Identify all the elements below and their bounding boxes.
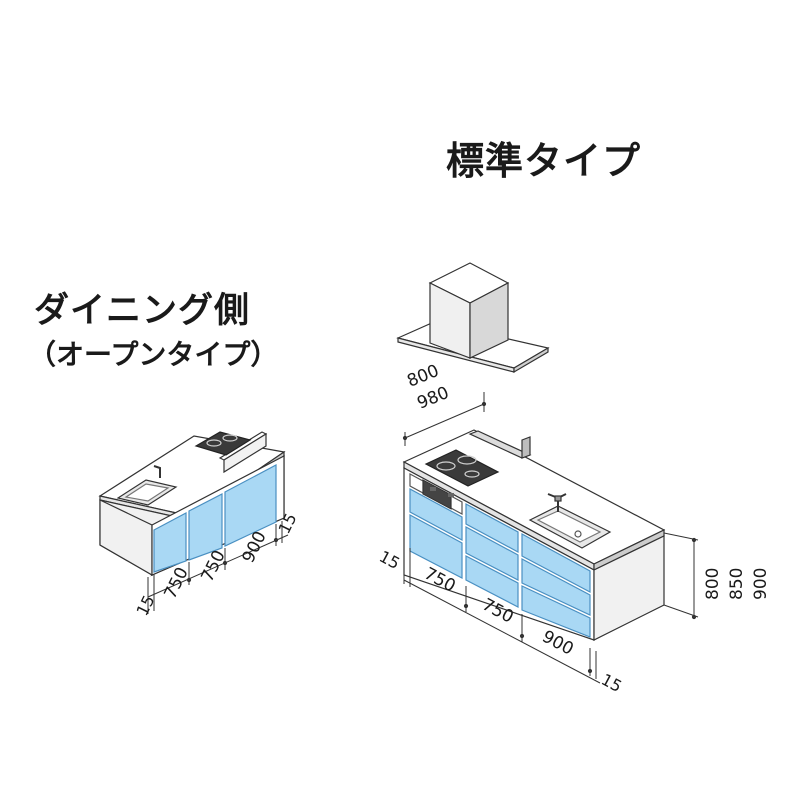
standard-kitchen — [402, 429, 666, 641]
dining-bottom-dimension-lines — [147, 521, 289, 614]
dining-kitchen — [98, 431, 286, 577]
std-dim-15-left: 15 — [376, 547, 403, 573]
standard-cooktop — [424, 449, 500, 487]
din-dim-750-a: 750 — [161, 564, 193, 602]
dining-panels — [153, 464, 277, 573]
standard-bottom-dimension-lines — [403, 545, 601, 684]
height-dim-800: 800 — [703, 568, 723, 600]
hood-dimension-lines — [402, 392, 487, 446]
std-dim-15-right: 15 — [598, 670, 625, 696]
standard-drawer-panels — [409, 472, 591, 638]
standard-height-dimension-lines — [663, 532, 699, 620]
din-dim-15-left: 15 — [133, 592, 159, 619]
range-hood — [396, 262, 550, 374]
dining-faucet — [153, 465, 161, 478]
height-dim-900: 900 — [751, 568, 771, 600]
dining-side-title: ダイニング側 — [34, 291, 251, 331]
standard-height-labels: 800 850 900 — [703, 568, 771, 600]
height-dim-850: 850 — [727, 568, 747, 600]
standard-type-title: 標準タイプ — [446, 139, 642, 183]
hood-dimension-labels: 800 980 — [404, 361, 452, 414]
dining-side-subtitle: （オープンタイプ） — [28, 338, 279, 371]
